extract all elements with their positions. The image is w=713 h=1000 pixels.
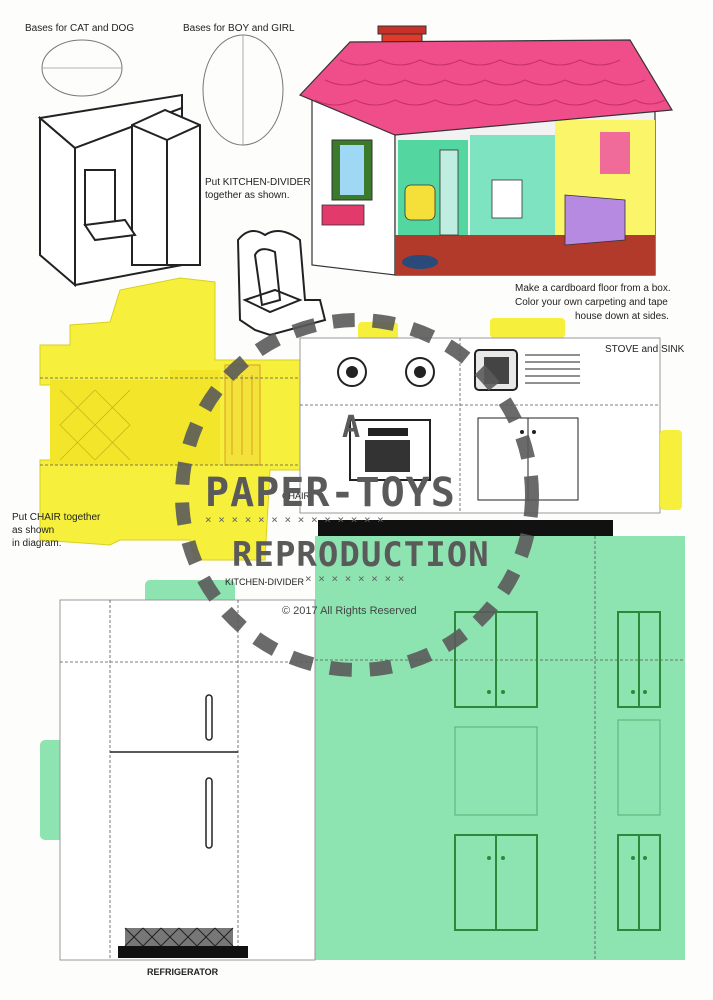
- stove-sink-label: STOVE and SINK: [605, 344, 685, 355]
- chair-note-line2: as shown: [12, 525, 55, 536]
- svg-text:× × × × × × × × × × × × × ×: × × × × × × × × × × × × × ×: [205, 513, 384, 526]
- floor-note-line1: Make a cardboard floor from a box.: [515, 283, 671, 294]
- watermark-ring: [175, 313, 539, 677]
- bases-boy-girl-label: Bases for BOY and GIRL: [183, 23, 295, 34]
- chair-diagram: [236, 230, 327, 337]
- kitchen-divider-cutout: [315, 536, 685, 960]
- kitchen-divider-diagram: [37, 93, 201, 288]
- chair-part-label: CHAIR: [282, 491, 311, 501]
- kitchen-divider-note-line2: together as shown.: [205, 190, 290, 201]
- house-roof: [298, 39, 674, 136]
- bases-cat-dog-label: Bases for CAT and DOG: [25, 23, 135, 34]
- chair-note-line1: Put CHAIR together: [12, 512, 101, 523]
- floor-note-line2: Color your own carpeting and tape: [515, 297, 668, 308]
- watermark-line1: A: [342, 410, 362, 445]
- house-illustration: [298, 25, 674, 276]
- chair-note-line3: in diagram.: [12, 538, 62, 549]
- copyright-notice: © 2017 All Rights Reserved: [282, 605, 417, 617]
- svg-text:× × × × × × × ×: × × × × × × × ×: [305, 572, 404, 585]
- refrigerator-cutout: [40, 580, 316, 961]
- kitchen-divider-note-line1: Put KITCHEN-DIVIDER: [205, 177, 311, 188]
- watermark-line3: REPRODUCTION: [232, 535, 490, 575]
- floor-note-line3: house down at sides.: [575, 311, 669, 322]
- watermark-line2: PAPER-TOYS: [205, 470, 456, 516]
- watermark-x-row: × × × × × × × × × × × × × × × × × × × × …: [205, 513, 404, 585]
- kitchen-divider-part-label: KITCHEN-DIVIDER: [225, 577, 305, 587]
- stove-sink-cutout: [299, 318, 682, 538]
- chair-cutout: [39, 277, 301, 561]
- refrigerator-label: REFRIGERATOR: [147, 967, 219, 977]
